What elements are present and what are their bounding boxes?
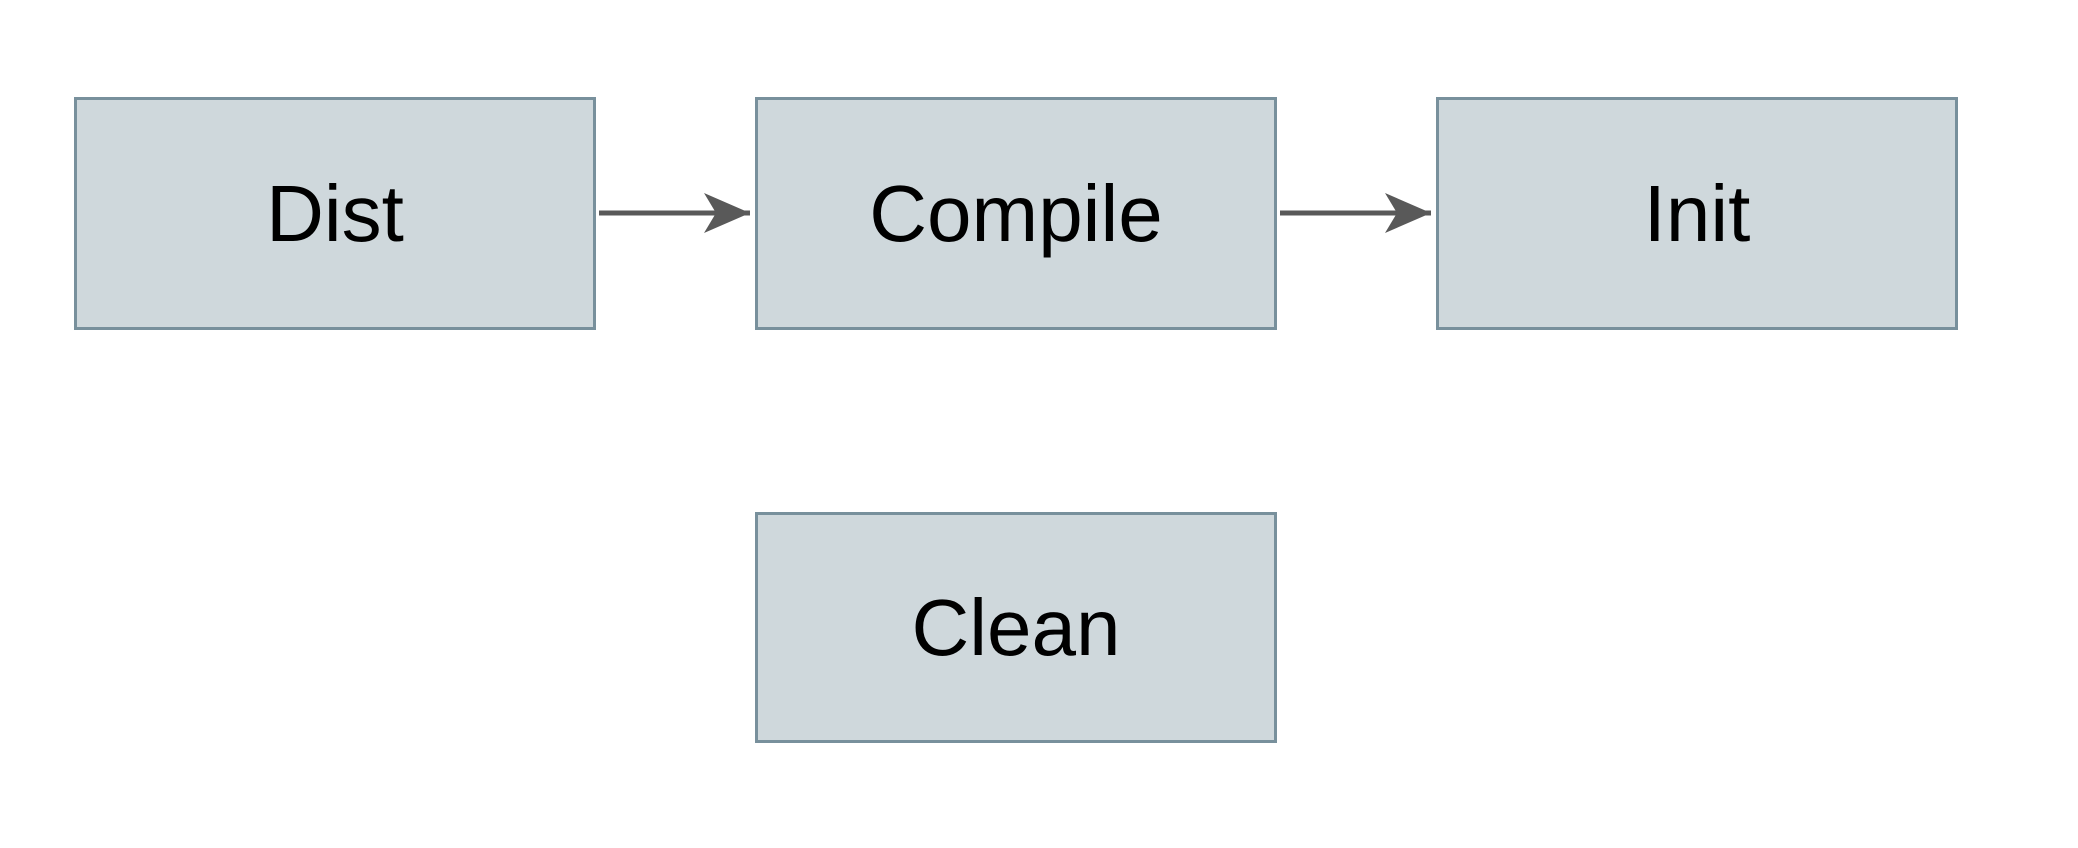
node-dist[interactable]: Dist — [74, 97, 596, 330]
node-init[interactable]: Init — [1436, 97, 1958, 330]
node-compile[interactable]: Compile — [755, 97, 1277, 330]
node-dist-label: Dist — [266, 168, 404, 258]
node-clean[interactable]: Clean — [755, 512, 1277, 743]
node-init-label: Init — [1643, 168, 1751, 258]
node-compile-label: Compile — [869, 168, 1163, 258]
node-clean-label: Clean — [911, 582, 1121, 672]
